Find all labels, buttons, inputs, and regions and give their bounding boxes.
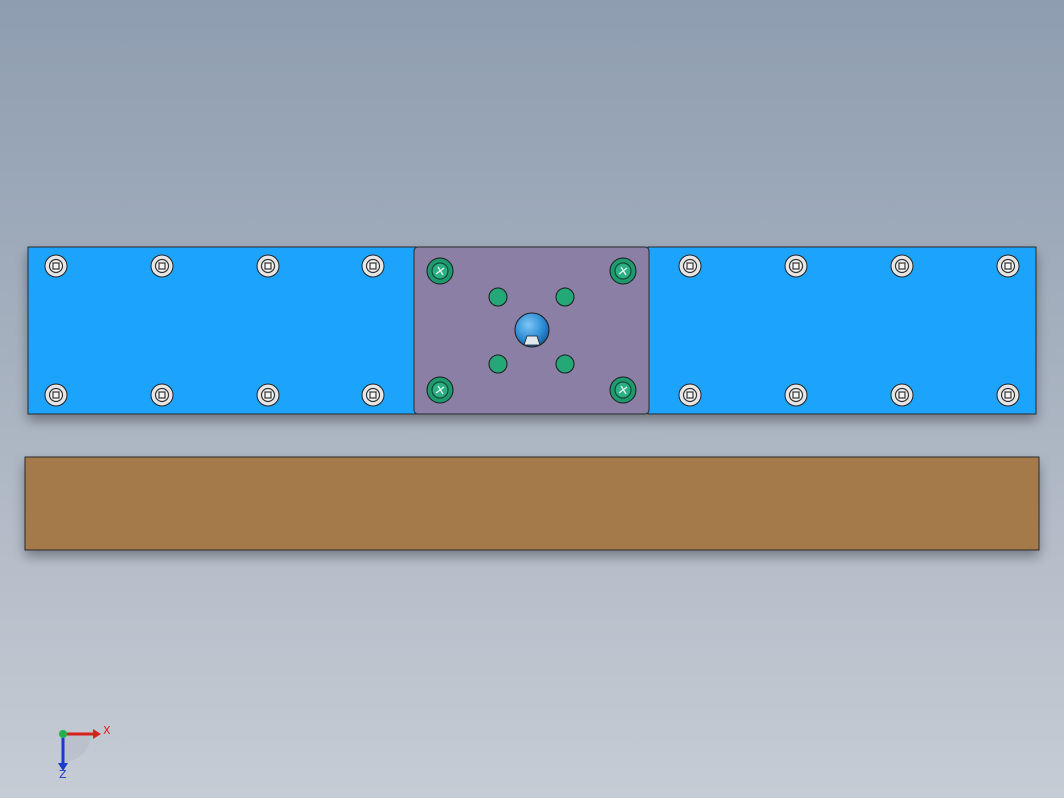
mounting-hole-icon (555, 287, 575, 307)
rail-screw-icon (678, 254, 702, 278)
rail-screw-icon (996, 254, 1020, 278)
coordinate-triad: X Z (58, 724, 111, 781)
rail-screw-icon (150, 383, 174, 407)
rail-screw-icon (890, 254, 914, 278)
rail-screw-icon (150, 254, 174, 278)
rail-right-segment[interactable] (647, 246, 1037, 415)
base-plate[interactable] (24, 456, 1040, 551)
rail-screw-icon (996, 383, 1020, 407)
z-axis-label: Z (59, 768, 67, 781)
rail-screw-icon (256, 254, 280, 278)
rail-screw-icon (678, 383, 702, 407)
rail-screws (44, 254, 1020, 407)
carriage-screw-icon (426, 257, 454, 285)
rail-screw-icon (784, 383, 808, 407)
x-axis-label: X (103, 724, 111, 737)
carriage-screw-icon (609, 257, 637, 285)
carriage-holes (488, 287, 575, 374)
carriage-screws (426, 257, 637, 404)
rail-screw-icon (890, 383, 914, 407)
rail-screw-icon (784, 254, 808, 278)
rail-screw-icon (256, 383, 280, 407)
rail-left-segment[interactable] (27, 246, 417, 415)
rail-screw-icon (361, 254, 385, 278)
carriage-screw-icon (609, 376, 637, 404)
x-axis-head-icon (93, 729, 101, 739)
rail-screw-icon (44, 383, 68, 407)
carriage-screw-icon (426, 376, 454, 404)
rail-screw-icon (361, 383, 385, 407)
mounting-hole-icon (555, 354, 575, 374)
triad-plane-shade (63, 734, 91, 762)
mounting-hole-icon (488, 354, 508, 374)
rail-screw-icon (44, 254, 68, 278)
center-bore[interactable] (514, 312, 550, 348)
z-axis-head-icon (58, 763, 68, 771)
y-axis-origin-icon (59, 730, 67, 738)
mounting-hole-icon (488, 287, 508, 307)
